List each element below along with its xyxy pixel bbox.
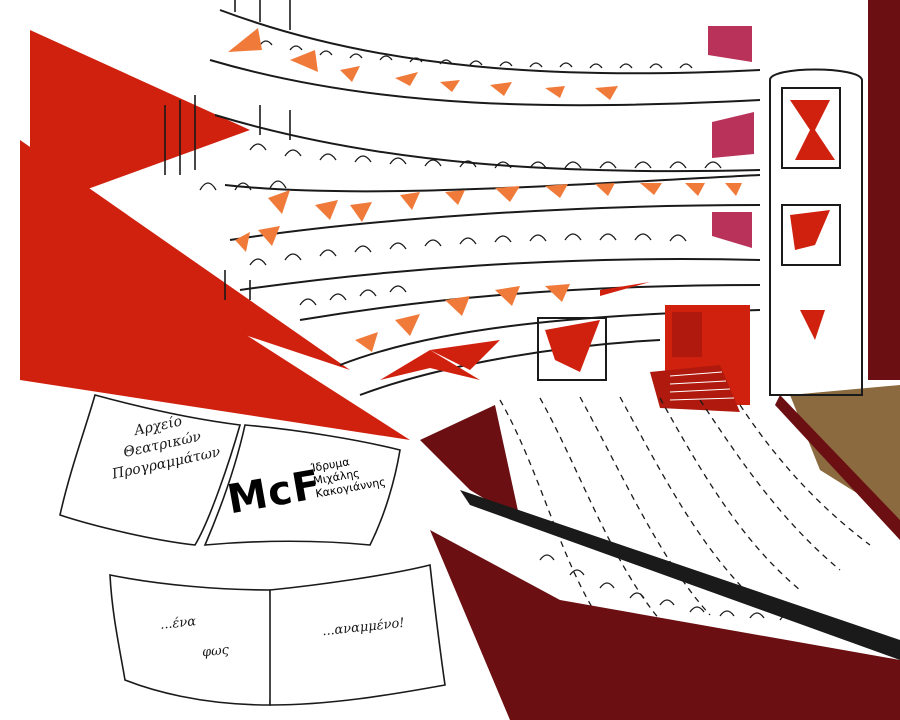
side-boxes: [708, 26, 754, 248]
foreground-wedge-bottom: [430, 530, 900, 720]
stage-box-frame: [537, 68, 863, 396]
red-ray-middle: [20, 140, 350, 370]
red-ray-bottom: [20, 190, 410, 440]
foreground-edge: [460, 490, 900, 660]
stage-edge: [775, 395, 900, 540]
audience-seats: [199, 40, 722, 306]
right-pillar: [868, 0, 900, 380]
red-ray-top: [30, 30, 250, 210]
stage-floor: [790, 385, 900, 520]
stage-opening: [650, 305, 750, 412]
booklet-icon: [59, 394, 446, 706]
railings: [164, 0, 291, 300]
orange-ornaments: [228, 28, 742, 352]
phrase-fos: φως: [201, 642, 230, 661]
balcony-lines: [209, 9, 761, 396]
red-ornaments: [380, 100, 835, 380]
foreground-wedge-top: [420, 405, 520, 520]
